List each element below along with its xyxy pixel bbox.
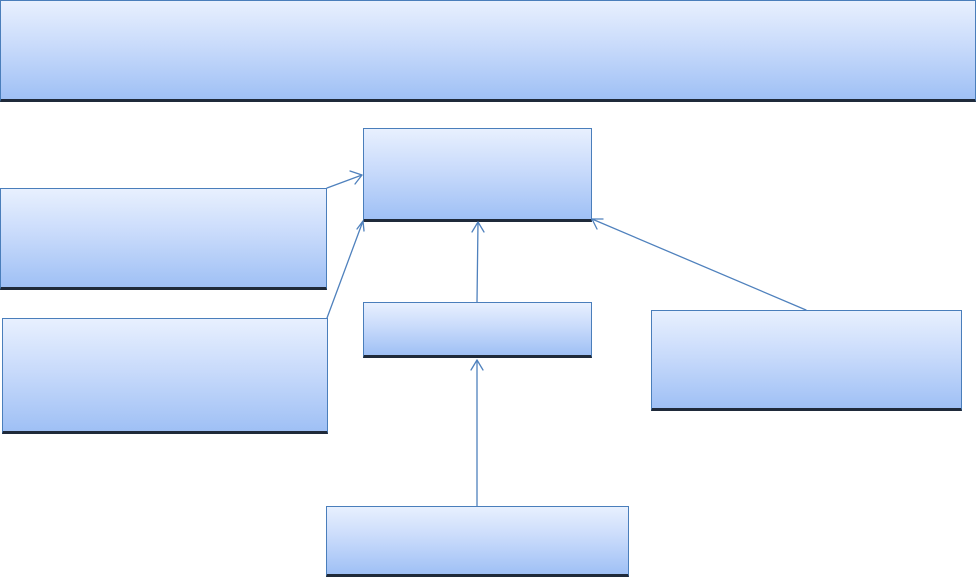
connector-left-lower-to-core: [326, 220, 364, 319]
arrowhead-core-left-lower: [356, 220, 365, 232]
left-upper-box: [0, 188, 327, 290]
core-box: [363, 128, 592, 222]
left-lower-box: [2, 318, 328, 434]
arrowhead-core-left-upper: [349, 170, 363, 185]
bottom-box: [326, 506, 629, 577]
right-box: [651, 310, 962, 411]
connector-left-upper-to-core: [326, 174, 363, 189]
arrowhead-core-right: [591, 218, 604, 230]
banner-box: [0, 0, 976, 102]
middle-box: [363, 302, 592, 358]
arrowhead-core-middle: [471, 221, 485, 233]
arrowhead-middle-bottom: [470, 359, 484, 371]
connector-right-to-core: [591, 218, 807, 311]
connector-middle-to-core: [476, 221, 479, 303]
